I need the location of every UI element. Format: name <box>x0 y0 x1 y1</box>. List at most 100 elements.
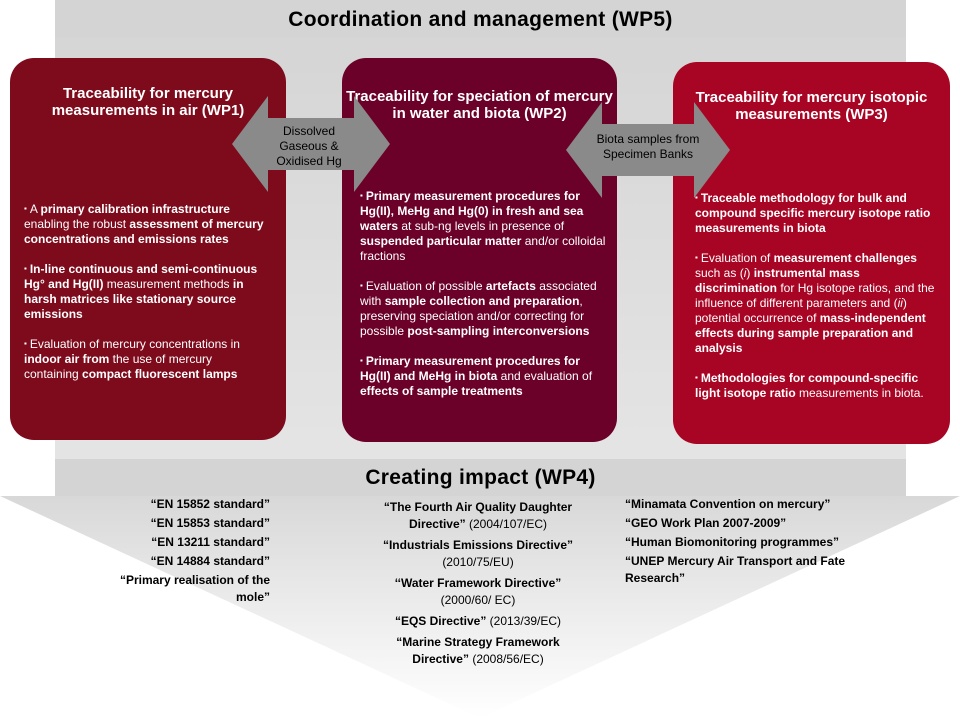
impact-item: “EN 15853 standard” <box>110 515 270 532</box>
text-run: In-line continuous and semi-continuous H… <box>24 262 258 291</box>
text-run: “EN 15852 standard” <box>150 497 270 511</box>
impact-item: “EN 15852 standard” <box>110 496 270 513</box>
text-run: ) potential occurrence of <box>695 296 907 325</box>
text-run: Primary measurement procedures for Hg(II… <box>360 189 584 233</box>
wp2-box: Traceability for speciation of mercury i… <box>342 58 617 442</box>
text-run: ) <box>746 266 754 280</box>
impact-item: ‘‘Water Framework Directive” (2000/60/ E… <box>372 575 584 609</box>
text-run: Traceable methodology for bulk and compo… <box>695 191 931 235</box>
impact-item: “Primary realisation of the mole” <box>110 572 270 606</box>
bullet-item: ▪A primary calibration infrastructure en… <box>24 201 268 247</box>
text-run: and/or colloidal fractions <box>360 234 606 263</box>
text-run: , preserving speciation and/or correctin… <box>360 294 585 338</box>
bullet-item: ▪Primary measurement procedures for Hg(I… <box>360 188 607 264</box>
bullet-dot-icon: ▪ <box>695 193 698 202</box>
arrow-label-dissolved-hg: Dissolved Gaseous & Oxidised Hg <box>276 124 342 168</box>
text-run: post-sampling interconversions <box>407 324 590 338</box>
text-run: such as ( <box>695 266 744 280</box>
impact-standards-list: “EN 15852 standard” “EN 15853 standard” “E… <box>110 496 270 608</box>
text-run: “UNEP Mercury Air Transport and Fate Res… <box>625 554 846 585</box>
impact-item: “UNEP Mercury Air Transport and Fate Res… <box>625 553 885 587</box>
bullet-dot-icon: ▪ <box>695 253 698 262</box>
text-run: ( <box>465 517 473 531</box>
bullet-dot-icon: ▪ <box>24 339 27 348</box>
text-run: Evaluation of mercury concentrations in <box>29 337 240 351</box>
impact-item: “Human Biomonitoring programmes” <box>625 534 885 551</box>
text-run: (2000/60/ EC) <box>440 593 516 607</box>
bullet-dot-icon: ▪ <box>695 373 698 382</box>
impact-bar: Creating impact (WP4) <box>55 459 906 496</box>
wp3-bullets: ▪Traceable methodology for bulk and comp… <box>695 190 936 415</box>
text-run: “Primary realisation of the mole” <box>119 573 270 604</box>
text-run: ii <box>897 296 903 310</box>
text-run: compact fluorescent lamps <box>82 367 238 381</box>
text-run: at sub-ng levels in presence of <box>398 219 565 233</box>
bullet-item: ▪Primary measurement procedures for Hg(I… <box>360 353 607 399</box>
text-run: “Marine Strategy Framework Directive” <box>396 635 560 666</box>
double-arrow-wp2-wp3 <box>566 102 730 198</box>
coordination-bar: Coordination and management (WP5) <box>55 3 906 37</box>
bullet-item: ▪In-line continuous and semi-continuous … <box>24 261 268 322</box>
text-run: measurement methods <box>103 277 233 291</box>
text-run: “EQS Directive” <box>394 614 487 628</box>
wp3-box: Traceability for mercury isotopic measur… <box>673 62 950 444</box>
bullet-item: ▪Evaluation of mercury concentrations in… <box>24 336 268 382</box>
arrow-label-biota-samples: Biota samples from Specimen Banks <box>596 132 700 161</box>
main-arrow-head <box>0 496 960 718</box>
text-run: (2010/75/EU) <box>442 555 514 569</box>
impact-item: “Industrials Emissions Directive” (2010/… <box>372 537 584 571</box>
text-run: “EN 13211 standard” <box>151 535 270 549</box>
text-run: measurement challenges <box>773 251 917 265</box>
text-run: “EN 14884 standard” <box>150 554 270 568</box>
impact-title: Creating impact (WP4) <box>365 466 596 489</box>
wp1-box: Traceability for mercury measurements in… <box>10 58 286 440</box>
impact-item: “EN 14884 standard” <box>110 553 270 570</box>
impact-item: “EQS Directive” (2013/39/EC) <box>372 613 584 630</box>
text-run: artefacts <box>485 279 536 293</box>
wp2-title: Traceability for speciation of mercury i… <box>346 88 613 122</box>
bullet-dot-icon: ▪ <box>360 281 363 290</box>
bullet-dot-icon: ▪ <box>360 356 363 365</box>
text-run: Methodologies for compound-specific ligh… <box>695 371 919 400</box>
text-run: “EN 15853 standard” <box>150 516 270 530</box>
impact-item: “EN 13211 standard” <box>110 534 270 551</box>
bullet-dot-icon: ▪ <box>360 191 363 200</box>
impact-programmes-list: “Minamata Convention on mercury” “GEO Wor… <box>625 496 885 589</box>
text-run: indoor air from <box>24 352 110 366</box>
text-run: sample collection and preparation <box>384 294 580 308</box>
text-run: Evaluation of possible <box>365 279 486 293</box>
text-run: “Human Biomonitoring programmes” <box>625 535 840 549</box>
bullet-item: ▪Evaluation of measurement challenges su… <box>695 250 936 356</box>
text-run: mass-independent effects during sample p… <box>695 311 926 355</box>
double-arrow-wp1-wp2 <box>232 96 390 192</box>
impact-item: “GEO Work Plan 2007-2009” <box>625 515 885 532</box>
text-run: Primary measurement procedures for Hg(II… <box>360 354 580 383</box>
text-run: for Hg isotope ratios, and the influence… <box>695 281 935 310</box>
text-run: the use of mercury containing <box>24 352 213 381</box>
text-run: “Industrials Emissions Directive” <box>382 538 574 552</box>
coordination-title: Coordination and management (WP5) <box>288 8 673 31</box>
text-run: “Minamata Convention on mercury” <box>625 497 831 511</box>
text-run: assessment of mercury concentrations and… <box>24 217 264 246</box>
text-run: measurements in biota. <box>795 386 924 400</box>
text-run: “GEO Work Plan 2007-2009” <box>625 516 787 530</box>
text-run: (2008/56/EC) <box>468 652 544 666</box>
text-run: suspended particular matter <box>360 234 522 248</box>
wp2-bullets: ▪Primary measurement procedures for Hg(I… <box>360 188 607 413</box>
text-run: effects of sample treatments <box>360 384 523 398</box>
bullet-item: ▪Evaluation of possible artefacts associ… <box>360 278 607 339</box>
text-run: associated with <box>360 279 597 308</box>
bullet-item: ▪Methodologies for compound-specific lig… <box>695 370 936 401</box>
bullet-item: ▪Traceable methodology for bulk and comp… <box>695 190 936 236</box>
impact-item: “Marine Strategy Framework Directive” (2… <box>372 634 584 668</box>
text-run: 2004/107/EC) <box>472 517 548 531</box>
impact-item: “The Fourth Air Quality Daughter Directi… <box>372 499 584 533</box>
text-run: (2013/39/EC) <box>486 614 562 628</box>
bullet-dot-icon: ▪ <box>24 204 27 213</box>
impact-item: “Minamata Convention on mercury” <box>625 496 885 513</box>
text-run: and evaluation of <box>497 369 593 383</box>
bullet-dot-icon: ▪ <box>24 264 27 273</box>
text-run: enabling the robust <box>24 217 130 231</box>
text-run: i <box>743 266 747 280</box>
wp3-title: Traceability for mercury isotopic measur… <box>695 89 928 123</box>
